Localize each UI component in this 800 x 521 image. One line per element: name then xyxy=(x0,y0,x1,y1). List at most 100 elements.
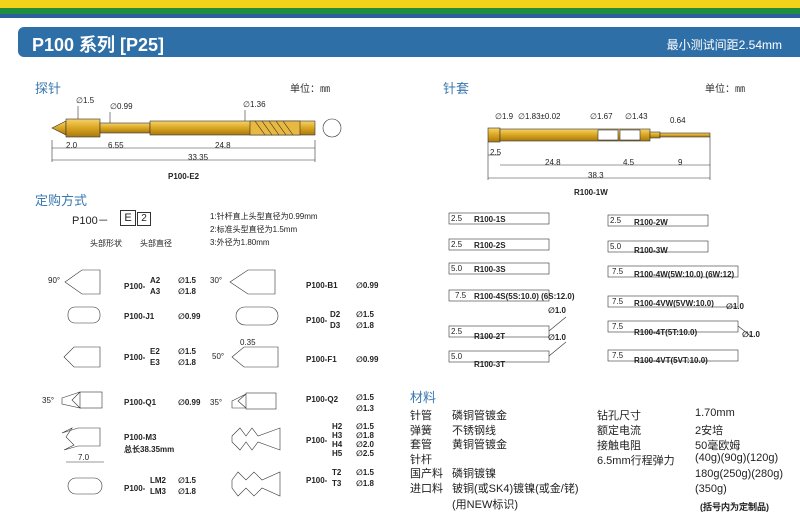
socket-1s: R100-1S xyxy=(474,215,506,224)
spec-val-2: 50毫欧姆 xyxy=(695,440,741,452)
dia-d2: ∅1.5 xyxy=(356,310,374,319)
socket-4t: R100-4T(5T:10.0) xyxy=(634,328,698,337)
socket-4vw-dim: 7.5 xyxy=(612,297,624,306)
spec-val-5: (350g) xyxy=(695,483,727,495)
page-title: P100 系列 [P25] xyxy=(32,35,165,55)
dia-q2-b: ∅1.3 xyxy=(356,404,374,413)
spec-key-2: 接触电阻 xyxy=(597,440,641,452)
dia-t3: ∅1.8 xyxy=(356,479,374,488)
socket-len-3: 4.5 xyxy=(623,158,635,167)
probe-dia-1: ∅1.5 xyxy=(76,96,95,105)
dia-e3: ∅1.8 xyxy=(178,358,196,367)
model-h4: H4 xyxy=(332,440,343,449)
dia-b1: ∅0.99 xyxy=(356,281,379,290)
mat-key-3: 针杆 xyxy=(410,454,432,466)
mat-val-0: 磷铜管镀金 xyxy=(452,410,507,422)
mat-val-5: 铍铜(或SK4)镀镍(或金/铑) xyxy=(452,483,579,495)
angle-f1: 50° xyxy=(212,352,225,361)
dia-q1: ∅0.99 xyxy=(178,398,201,407)
ordering-code: P100－ xyxy=(72,215,109,227)
model-a2: A2 xyxy=(150,276,161,285)
dia-h2: ∅1.5 xyxy=(356,422,374,431)
model-t2: T2 xyxy=(332,468,342,477)
angle-b1: 30° xyxy=(210,276,223,285)
probe-dia-3: ∅1.36 xyxy=(243,100,266,109)
probe-len-1: 2.0 xyxy=(66,141,78,150)
socket-4vw-dia: ∅1.0 xyxy=(726,302,744,311)
dia-a2: ∅1.5 xyxy=(178,276,196,285)
model-lm3: LM3 xyxy=(150,487,166,496)
dia-q2-a: ∅1.5 xyxy=(356,393,374,402)
socket-dia-5: 0.64 xyxy=(670,116,686,125)
model-t3: T3 xyxy=(332,479,342,488)
socket-4s: R100-4S(5S:10.0) (6S:12.0) xyxy=(474,292,575,301)
model-lm: P100- xyxy=(124,484,146,493)
model-h5: H5 xyxy=(332,449,343,458)
mat-key-2: 套管 xyxy=(410,439,432,451)
socket-dia-4: ∅1.43 xyxy=(625,112,648,121)
ordering-note-3: 3:外径为1.80mm xyxy=(210,238,270,247)
spec-key-0: 钻孔尺寸 xyxy=(597,410,641,422)
model-h2: H2 xyxy=(332,422,343,431)
socket-3t-dim: 5.0 xyxy=(451,352,463,361)
ordering-box-shape: E xyxy=(120,210,136,226)
probe-part-number: P100-E2 xyxy=(168,172,200,181)
mat-val-1: 不锈钢线 xyxy=(452,425,496,437)
ordering-note-1: 1:针杆直上头型直径为0.99mm xyxy=(210,212,318,221)
socket-2t: R100-2T xyxy=(474,332,506,341)
mat-val-4: 磷铜镀镍 xyxy=(452,468,496,480)
model-b1: P100-B1 xyxy=(306,281,338,290)
dia-h5: ∅2.5 xyxy=(356,449,374,458)
socket-3w-dim: 5.0 xyxy=(610,242,622,251)
socket-4w: R100-4W(5W:10.0) (6W:12) xyxy=(634,270,735,279)
angle-q2: 35° xyxy=(210,398,223,407)
model-q1: P100-Q1 xyxy=(124,398,157,407)
model-e3: E3 xyxy=(150,358,160,367)
model-d2: D2 xyxy=(330,310,341,319)
mat-key-0: 针管 xyxy=(410,410,432,422)
top-stripe-blue xyxy=(0,14,800,18)
dia-t2: ∅1.5 xyxy=(356,468,374,477)
model-h: P100- xyxy=(306,436,328,445)
socket-len-2: 24.8 xyxy=(545,158,561,167)
m3-length-note: 总长38.35mm xyxy=(124,445,175,454)
dia-a3: ∅1.8 xyxy=(178,287,196,296)
f1-dim: 0.35 xyxy=(240,338,256,347)
socket-2t-dim: 2.5 xyxy=(451,327,463,336)
dia-f1: ∅0.99 xyxy=(356,355,379,364)
socket-4vw: R100-4VW(5VW:10.0) xyxy=(634,299,714,308)
model-a3: A3 xyxy=(150,287,161,296)
model-e: P100- xyxy=(124,353,146,362)
socket-len-4: 9 xyxy=(678,158,683,167)
socket-1s-dim: 2.5 xyxy=(451,214,463,223)
spec-val-0: 1.70mm xyxy=(695,407,735,419)
socket-2t-dia: ∅1.0 xyxy=(548,306,566,315)
socket-unit: 单位：㎜ xyxy=(705,84,745,95)
model-m3: P100-M3 xyxy=(124,433,157,442)
dia-e2: ∅1.5 xyxy=(178,347,196,356)
mat-key-1: 弹簧 xyxy=(410,425,432,437)
head-shapes-left xyxy=(61,269,103,495)
model-h3: H3 xyxy=(332,431,343,440)
probe-total-length: 33.35 xyxy=(188,153,209,162)
socket-drawing xyxy=(487,127,711,180)
socket-variants-right xyxy=(607,214,753,362)
socket-total-length: 38.3 xyxy=(588,171,604,180)
ordering-section-title: 定购方式 xyxy=(35,193,88,208)
ordering-box-diameter: 2 xyxy=(137,212,151,226)
model-q2: P100-Q2 xyxy=(306,395,339,404)
probe-drawing xyxy=(51,106,342,162)
socket-2w: R100-2W xyxy=(634,218,668,227)
dia-h3: ∅1.8 xyxy=(356,431,374,440)
mat-val-2: 黄铜管镀金 xyxy=(452,439,507,451)
mat-key-4: 国产料 xyxy=(410,468,443,480)
head-diameter-label: 头部直径 xyxy=(140,239,172,248)
m3-dim: 7.0 xyxy=(78,453,90,462)
socket-3s-dim: 5.0 xyxy=(451,264,463,273)
probe-len-3: 24.8 xyxy=(215,141,231,150)
model-j1: P100-J1 xyxy=(124,312,155,321)
socket-4s-dim: 7.5 xyxy=(455,291,467,300)
socket-3w: R100-3W xyxy=(634,246,668,255)
dia-lm3: ∅1.8 xyxy=(178,487,196,496)
